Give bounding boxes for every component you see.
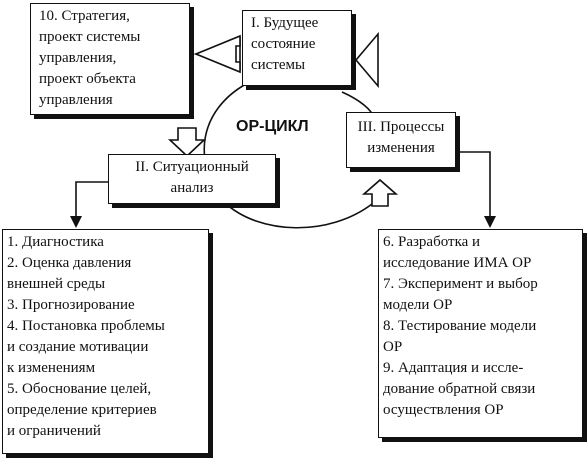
- cycle-title: ОР-ЦИКЛ: [236, 118, 309, 135]
- node-change-processes: III. Процессы изменения: [346, 112, 456, 168]
- node-strategy: 10. Стратегия, проект системы управления…: [30, 3, 190, 115]
- left-list-box: 1. Диагностика 2. Оценка давления внешне…: [2, 229, 209, 454]
- node-strategy-text: 10. Стратегия, проект системы управления…: [39, 8, 141, 108]
- left-list-item: 2. Оценка давления: [7, 255, 132, 271]
- left-list-item: 1. Диагностика: [7, 234, 104, 250]
- right-list-item: ОР: [383, 339, 403, 355]
- left-list-item: определение критериев: [7, 402, 157, 418]
- left-list-item: к изменениям: [7, 360, 96, 376]
- left-list-item: и создание мотивации: [7, 339, 149, 355]
- left-list-item: 3. Прогнозирование: [7, 297, 135, 313]
- left-list-item: 5. Обоснование целей,: [7, 381, 152, 397]
- node-situational-analysis: II. Ситуационный анализ: [108, 154, 276, 204]
- left-list-item: и ограничений: [7, 423, 101, 439]
- arrow-to-situational: [167, 127, 207, 158]
- node-future-state-text: I. Будущее состояние системы: [251, 15, 319, 73]
- line-situational-to-list: [75, 181, 108, 218]
- right-list-box: 6. Разработка и исследование ИМА ОР 7. Э…: [378, 229, 583, 438]
- node-change-processes-text: III. Процессы изменения: [357, 119, 445, 156]
- right-list-item: модели ОР: [383, 297, 453, 313]
- right-list-item: дование обратной связи: [383, 381, 536, 397]
- arrow-change-to-future: [354, 31, 379, 89]
- right-list-item: исследование ИМА ОР: [383, 255, 532, 271]
- arrow-head-left: [193, 34, 241, 74]
- arrowhead-right-list: [484, 216, 496, 228]
- left-list-item: 4. Постановка проблемы: [7, 318, 165, 334]
- cycle-arc-bottom: [223, 201, 373, 229]
- right-list-item: осуществления ОР: [383, 402, 504, 418]
- arrowhead-left-list: [70, 216, 82, 228]
- right-list-item: 9. Адаптация и иссле-: [383, 360, 524, 376]
- left-list-item: внешней среды: [7, 276, 106, 292]
- right-list-item: 8. Тестирование модели: [383, 318, 537, 334]
- node-future-state: I. Будущее состояние системы: [242, 10, 352, 86]
- line-change-to-list: [454, 151, 491, 218]
- right-list-item: 7. Эксперимент и выбор: [383, 276, 538, 292]
- right-list-item: 6. Разработка и: [383, 234, 481, 250]
- node-situational-analysis-text: II. Ситуационный анализ: [135, 159, 249, 196]
- arrow-up-to-change: [361, 178, 399, 207]
